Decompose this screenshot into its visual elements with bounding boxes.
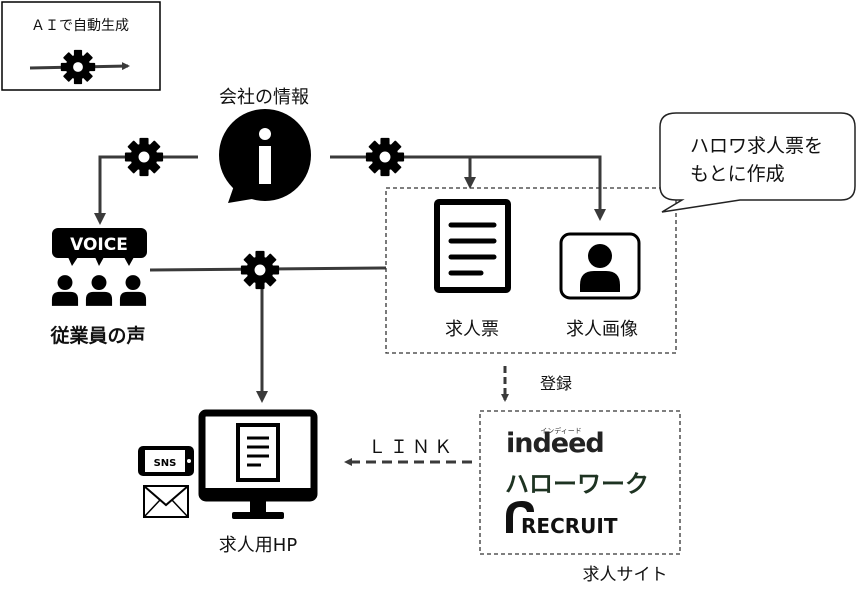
job-sites-group	[479, 410, 681, 555]
monitor-icon	[198, 409, 318, 519]
recruit-logo: RECRUIT	[506, 501, 618, 538]
job-image-label: 求人画像	[566, 319, 638, 340]
link-label: ＬＩＮＫ	[368, 437, 456, 458]
job-sites-label: 求人サイト	[583, 565, 668, 585]
connector-voice-to-hp	[149, 250, 387, 403]
legend-title: ＡＩで自動生成	[31, 18, 129, 34]
company-info-label: 会社の情報	[219, 87, 309, 108]
employee-voice-label: 従業員の声	[49, 324, 145, 347]
indeed-kana: インディード	[540, 426, 582, 435]
gear-icon	[365, 137, 405, 177]
recruit-text: RECRUIT	[521, 514, 618, 538]
gear-icon	[240, 250, 280, 290]
profile-image-icon	[559, 232, 641, 300]
smartphone-sns-icon: SNS	[138, 446, 194, 476]
sns-label: SNS	[154, 458, 177, 469]
indeed-logo: indeed	[506, 428, 604, 459]
document-icon	[434, 199, 511, 293]
mail-icon	[143, 485, 189, 518]
connector-to-job-ticket	[330, 137, 606, 221]
legend-box: ＡＩで自動生成	[1, 1, 161, 91]
job-ticket-label: 求人票	[445, 319, 499, 340]
gear-icon	[60, 49, 96, 85]
callout-line2: もとに作成	[690, 163, 785, 185]
job-materials-group	[385, 187, 677, 354]
voice-icon: VOICE	[51, 228, 147, 306]
hellowork-logo: ハローワーク	[505, 470, 649, 498]
register-label: 登録	[540, 374, 572, 393]
voice-badge-text: VOICE	[70, 235, 128, 255]
connector-to-voice	[94, 137, 198, 225]
recruit-hp-label: 求人用HP	[219, 535, 298, 556]
info-bubble-icon	[219, 109, 311, 203]
callout-bubble: ハロワ求人票を もとに作成	[659, 112, 856, 213]
gear-icon	[124, 137, 164, 177]
callout-line1: ハロワ求人票を	[690, 135, 823, 157]
